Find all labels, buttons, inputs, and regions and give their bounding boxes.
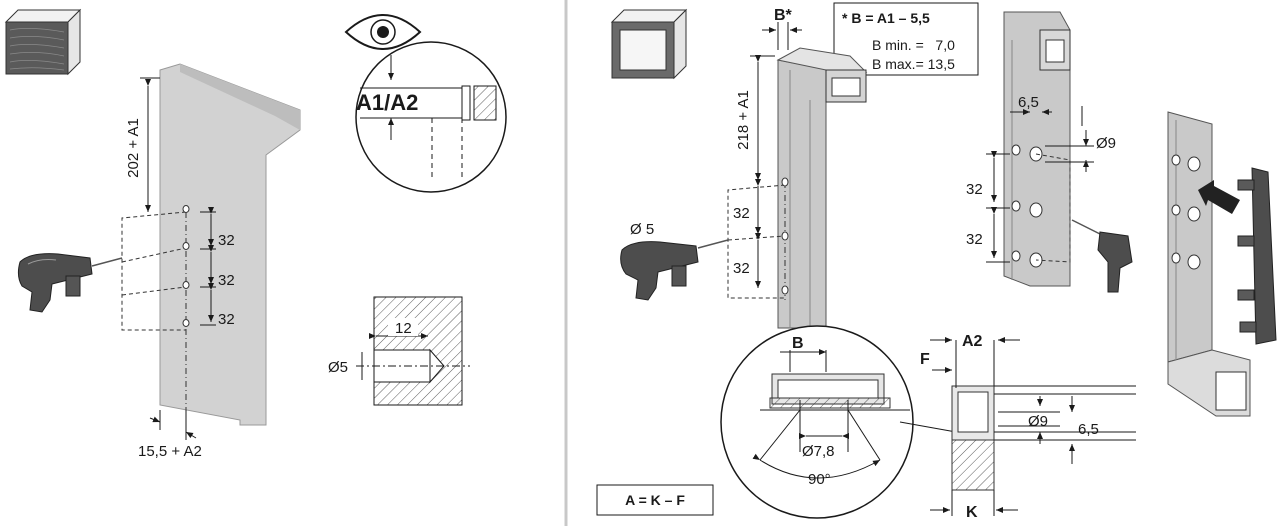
detail-circle-b	[720, 325, 914, 519]
spacing-m-1: 32	[966, 181, 983, 198]
hole-d9-label: Ø9	[1096, 135, 1116, 152]
equation-box	[596, 484, 714, 516]
section-f-label: F	[920, 351, 930, 368]
dim-202-a1	[140, 77, 160, 212]
detail-circle-a1a2	[355, 41, 507, 193]
drill-diameter-label: Ø 5	[630, 221, 654, 238]
offset-label: 6,5	[1018, 94, 1039, 111]
screwdriver-icon	[1071, 219, 1133, 293]
spacing-r-1: 32	[733, 205, 750, 222]
hole-diameter-label: Ø5	[328, 359, 348, 376]
spacing-label-1: 32	[218, 232, 235, 249]
profile-rail-right	[1167, 111, 1251, 417]
equation-label: A = K – F	[625, 492, 685, 508]
formula-box	[833, 2, 979, 76]
detail-b-label: B	[792, 335, 804, 352]
insert-strip	[1237, 167, 1277, 345]
dim-218-a1-label: 218 + A1	[735, 90, 752, 150]
formula-max: B max.= 13,5	[872, 56, 955, 72]
formula-min: B min. = 7,0	[872, 37, 955, 53]
section-view	[899, 337, 1136, 516]
wood-cabinet-icon	[4, 8, 82, 76]
dim-15-5-label: 15,5 + A2	[138, 443, 202, 460]
eye-icon	[344, 14, 422, 50]
hole-markers	[182, 205, 190, 327]
hole-section-detail	[356, 296, 470, 406]
frame-cabinet-icon	[610, 8, 688, 80]
detail-angle-label: 90°	[808, 471, 831, 488]
detail-d78-label: Ø7,8	[802, 443, 835, 460]
profile-rail-left	[776, 47, 868, 329]
hole-depth-label: 12	[395, 320, 412, 337]
left-panel: 202 + A1 32 32 32 15,5 + A2	[4, 8, 507, 460]
b-star-label: B*	[774, 7, 793, 24]
section-offset-label: 6,5	[1078, 421, 1099, 438]
section-d9-label: Ø9	[1028, 413, 1048, 430]
spacing-label-3: 32	[218, 311, 235, 328]
drill-icon	[17, 253, 123, 313]
spacing-dims	[200, 207, 216, 326]
dim-15-5	[149, 410, 197, 440]
dim-202-a1-label: 202 + A1	[125, 118, 142, 178]
spacing-r-2: 32	[733, 260, 750, 277]
formula-title: * B = A1 – 5,5	[842, 10, 930, 26]
spacing-label-2: 32	[218, 272, 235, 289]
section-k-label: K	[966, 504, 978, 521]
drill-icon-right	[620, 239, 729, 301]
insert-arrow-icon	[1198, 180, 1240, 214]
spacing-m-2: 32	[966, 231, 983, 248]
right-panel: * B = A1 – 5,5 B min. = 7,0 B max.= 13,5…	[596, 2, 1277, 521]
a1a2-label: A1/A2	[356, 90, 418, 115]
section-a2-label: A2	[962, 333, 983, 350]
drilling-template	[121, 211, 187, 420]
